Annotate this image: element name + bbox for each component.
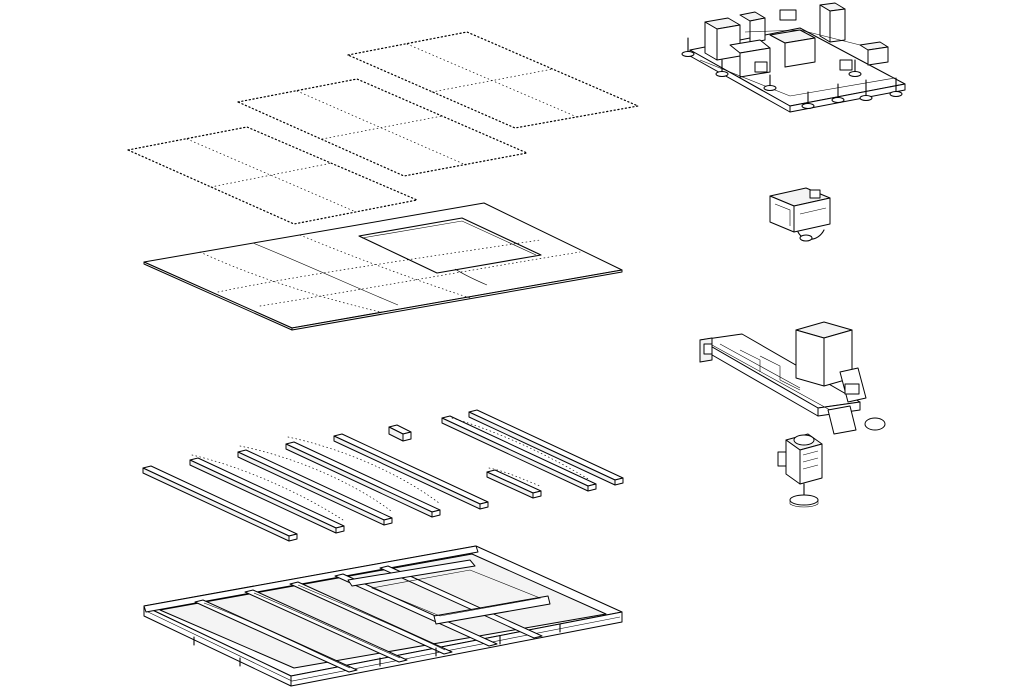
- joist-2: [189, 454, 345, 534]
- leveling-feet: [681, 37, 903, 109]
- tool-head-module: [769, 187, 831, 242]
- gantry-arm-assembly: [699, 321, 886, 435]
- base-frame: [143, 545, 623, 687]
- joist-block: [388, 424, 412, 442]
- dotted-panel-middle: [236, 78, 530, 177]
- joist-set: [142, 409, 624, 542]
- dotted-panel-back: [345, 31, 641, 129]
- dotted-panel-front: [126, 126, 420, 225]
- joist-6: [441, 415, 597, 492]
- spindle-motor: [777, 433, 823, 508]
- joist-short: [486, 467, 542, 499]
- joist-3: [237, 445, 393, 526]
- joist-1: [142, 465, 298, 542]
- base-sheet: [143, 202, 623, 331]
- joist-5: [333, 433, 489, 510]
- joist-4: [285, 436, 441, 518]
- machine-carriage-assembly: [681, 2, 906, 113]
- joist-7: [468, 409, 624, 486]
